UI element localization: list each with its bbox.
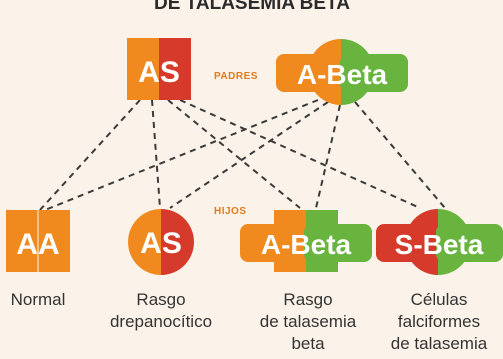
parent-abeta-genotype: A-Beta <box>297 59 388 90</box>
parent-as-node: AS <box>127 38 191 100</box>
line-as-as <box>151 99 161 209</box>
parents-label: PADRES <box>214 71 258 82</box>
diagram-title: DE TALASEMIA BETA <box>154 0 350 14</box>
caption-rasgo-talasemia-beta: Rasgo de talasemia beta <box>246 289 370 355</box>
caption-line: Normal <box>10 290 66 309</box>
child-sbeta-node: S-Beta <box>376 209 503 275</box>
line-as-sbeta <box>179 99 421 209</box>
parent-abeta-node: A-Beta <box>276 39 408 105</box>
parent-as-genotype: AS <box>138 56 180 89</box>
caption-line: de talasemia <box>259 312 357 331</box>
caption-line: falciformes <box>397 312 481 331</box>
child-abeta-node: A-Beta <box>240 210 372 272</box>
caption-celulas-falciformes: Células falciformes de talasemia <box>378 289 500 355</box>
inheritance-lines <box>39 99 446 211</box>
line-abeta-as <box>169 101 329 209</box>
caption-line: drepanocítico <box>109 312 213 331</box>
line-abeta-sbeta <box>354 101 446 209</box>
caption-rasgo-drepanocitico: Rasgo drepanocítico <box>96 289 226 333</box>
child-as-genotype: AS <box>140 227 182 260</box>
caption-line: beta <box>291 334 325 353</box>
line-abeta-aa <box>44 99 319 211</box>
line-abeta-abeta <box>315 104 341 209</box>
children-label: HIJOS <box>214 206 247 217</box>
child-abeta-genotype: A-Beta <box>261 229 352 260</box>
child-sbeta-genotype: S-Beta <box>395 229 484 260</box>
line-as-abeta <box>167 99 301 209</box>
caption-line: Rasgo <box>283 290 333 309</box>
caption-normal: Normal <box>0 289 76 311</box>
caption-line: Rasgo <box>136 290 186 309</box>
caption-line: Células <box>410 290 468 309</box>
child-as-node: AS <box>128 209 194 275</box>
line-as-aa <box>39 99 141 211</box>
child-aa-genotype: AA <box>16 228 59 261</box>
child-aa-node: AA <box>6 210 70 272</box>
caption-line: de talasemia <box>390 334 488 353</box>
